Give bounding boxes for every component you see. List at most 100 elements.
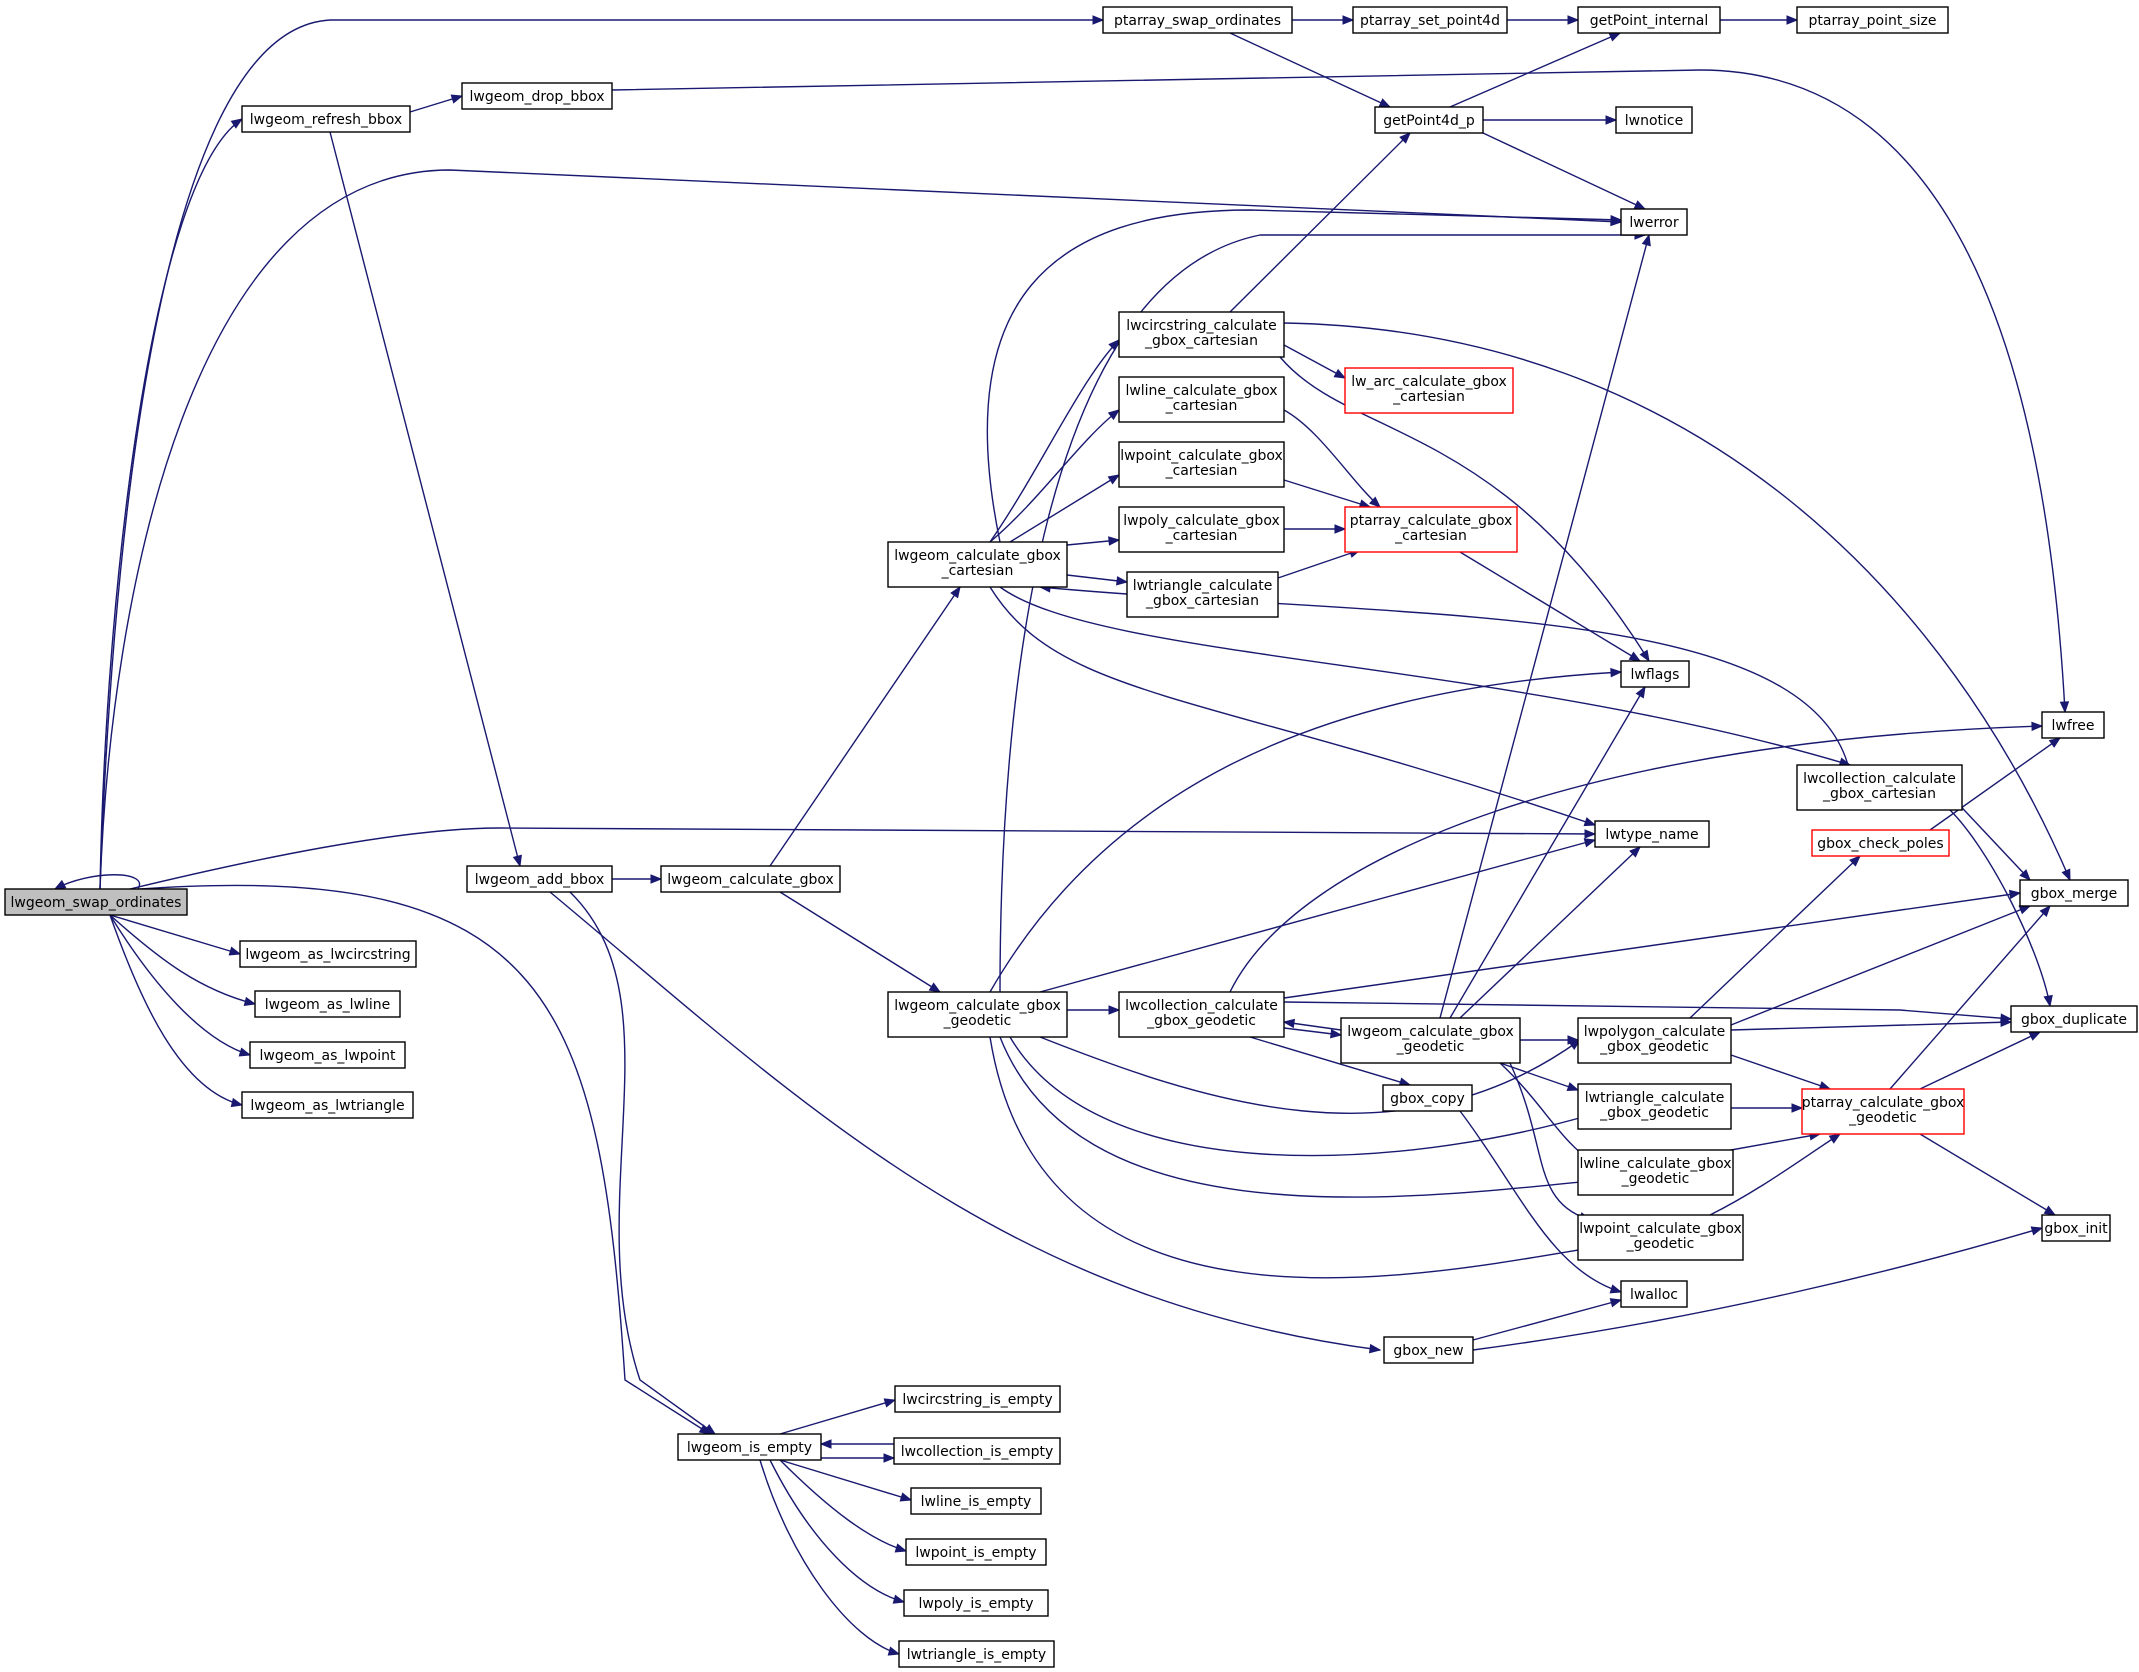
node-lwgeom-as-lwline[interactable]: lwgeom_as_lwline [254,990,401,1018]
node-lwcollection-is-empty[interactable]: lwcollection_is_empty [893,1437,1061,1465]
edge-lwgeom_swap_ordinates-to-lwgeom_refresh_bbox [99,118,244,890]
node-ptarray-calculate-gbox-geodetic[interactable]: ptarray_calculate_gbox_geodetic [1801,1088,1965,1135]
node-lwline-calculate-gbox-geodetic[interactable]: lwline_calculate_gbox_geodetic [1577,1149,1734,1196]
node-label: lwtype_name [1605,827,1698,843]
node-lwgeom-refresh-bbox[interactable]: lwgeom_refresh_bbox [241,105,411,133]
nodes: lwgeom_swap_ordinates ptarray_swap_ordina… [4,6,2138,1668]
edge-lwtriangle_calculate_gbox_cartesian-to-ptarray_calculate_gbox_cartesian [1277,548,1362,579]
node-lwcircstring-calculate-gbox-cartesian[interactable]: lwcircstring_calculate_gbox_cartesian [1118,311,1285,358]
node-lwtriangle-calculate-gbox-cartesian[interactable]: lwtriangle_calculate_gbox_cartesian [1126,571,1279,618]
node-ptarray-point-size[interactable]: ptarray_point_size [1796,6,1949,34]
node-lwgeom-swap-ordinates[interactable]: lwgeom_swap_ordinates [4,888,188,916]
edge-gbox_check_poles-to-lwfree [1929,737,2062,831]
node-lwcollection-calculate-gbox-cartesian[interactable]: lwcollection_calculate_gbox_cartesian [1796,764,1963,811]
node-ptarray-set-point4d[interactable]: ptarray_set_point4d [1352,6,1508,34]
edge-lwgeom_swap_ordinates-to-lwgeom_is_empty [139,884,712,1435]
edge-lwcircstring_calculate_gbox_cartesian-to-gbox_merge [1283,322,2071,882]
edge-lwline_calculate_gbox_cartesian-to-ptarray_calculate_gbox_cartesian [1283,409,1382,508]
node-lwgeom-calculate-gbox[interactable]: lwgeom_calculate_gbox [660,865,841,893]
node-label: lwcollection_calculate [1125,998,1278,1014]
edge-lwgeom_calculate_gbox_geodetic-to-lwpoint_calculate_gbox_geodetic [989,1036,1592,1279]
node-gbox-duplicate[interactable]: gbox_duplicate [2010,1005,2138,1033]
node-lwpoly-calculate-gbox-cartesian[interactable]: lwpoly_calculate_gbox_cartesian [1118,506,1285,553]
edge-ptarray_calculate_gbox_geodetic-to-gbox_init [1919,1133,2057,1216]
node-gbox-new[interactable]: gbox_new [1383,1336,1474,1364]
edge-lwcircstring_calculate_gbox_cartesian-to-getPoint4d_p [1229,132,1411,313]
node-ptarray-calculate-gbox-cartesian[interactable]: ptarray_calculate_gbox_cartesian [1344,506,1518,553]
edge-lwcollection_calculate_gbox_geodetic-to-gbox_merge [1283,889,2022,999]
node-label: lwgeom_add_bbox [475,872,605,888]
node-lwtriangle-calculate-gbox-geodetic[interactable]: lwtriangle_calculate_gbox_geodetic [1577,1083,1732,1130]
node-label: _geodetic [1626,1236,1695,1252]
node-label: lwpoint_calculate_gbox [1120,448,1283,464]
node-lwgeom-calculate-gbox-geodetic[interactable]: lwgeom_calculate_gbox_geodetic [887,991,1068,1038]
node-label: _cartesian [1165,463,1238,479]
node-lwgeom-calculate-gbox-cartesian[interactable]: lwgeom_calculate_gbox_cartesian [887,541,1068,588]
node-lwpoint-calculate-gbox-geodetic[interactable]: lwpoint_calculate_gbox_geodetic [1577,1214,1744,1261]
node-lwgeom-drop-bbox[interactable]: lwgeom_drop_bbox [461,82,613,110]
node-gbox-init[interactable]: gbox_init [2041,1214,2111,1242]
node-gbox-merge[interactable]: gbox_merge [2019,879,2129,907]
edge-lwgeom_swap_ordinates-to-lwgeom_as_lwtriangle [109,914,244,1108]
edge-lwcircstring_calculate_gbox_cartesian-to-lwflags [1279,356,1650,663]
edge-lwgeom_swap_ordinates-to-lwtype_name [129,827,1597,890]
node-lwpoint-calculate-gbox-cartesian[interactable]: lwpoint_calculate_gbox_cartesian [1118,441,1285,488]
edge-lwgeom_calculate_gbox_cartesian-to-lwtriangle_calculate_gbox_cartesian [1066,574,1129,586]
edge-lwgeom_swap_ordinates-to-lwgeom_as_lwcircstring [109,914,242,956]
node-label: lwgeom_as_lwline [265,997,391,1013]
node-lwgeom-as-lwcircstring[interactable]: lwgeom_as_lwcircstring [239,940,417,968]
node-label: lwgeom_swap_ordinates [11,895,182,911]
node-lwline-is-empty[interactable]: lwline_is_empty [910,1487,1042,1515]
node-lwcircstring-is-empty[interactable]: lwcircstring_is_empty [894,1385,1061,1413]
node-lwgeom-is-empty[interactable]: lwgeom_is_empty [677,1433,822,1461]
edge-lwgeom_calculate_gbox_geodetic_2-to-lwcollection_calculate_gbox_geodetic [1282,1018,1342,1031]
edge-ptarray_swap_ordinates-to-getPoint4d_p [1229,32,1392,108]
node-getPoint-internal[interactable]: getPoint_internal [1577,6,1721,34]
node-lwnotice[interactable]: lwnotice [1615,106,1693,134]
node-lwgeom-add-bbox[interactable]: lwgeom_add_bbox [466,865,613,893]
node-label: lwerror [1629,215,1678,231]
node-lwgeom-calculate-gbox-geodetic-2[interactable]: lwgeom_calculate_gbox_geodetic [1340,1017,1521,1064]
edge-lwgeom_refresh_bbox-to-lwgeom_drop_bbox [409,94,464,113]
node-lwalloc[interactable]: lwalloc [1620,1280,1688,1308]
node-label: lwgeom_calculate_gbox [1347,1024,1514,1040]
edges [53,15,2071,1656]
node-lwtriangle-is-empty[interactable]: lwtriangle_is_empty [898,1640,1055,1668]
node-lwfree[interactable]: lwfree [2041,711,2105,739]
node-label: lwcircstring_calculate [1126,318,1277,334]
edge-lwgeom_swap_ordinates-to-lwgeom_as_lwline [109,914,257,1007]
edge-getPoint4d_p-to-getPoint_internal [1449,32,1622,108]
node-label: gbox_duplicate [2021,1012,2127,1028]
edge-ptarray_calculate_gbox_geodetic-to-gbox_duplicate [1919,1031,2042,1090]
edge-lwgeom_is_empty-to-lwtriangle_is_empty [759,1459,901,1656]
node-gbox-copy[interactable]: gbox_copy [1382,1084,1473,1112]
node-lw-arc-calculate-gbox-cartesian[interactable]: lw_arc_calculate_gbox_cartesian [1344,367,1514,414]
node-getPoint4d-p[interactable]: getPoint4d_p [1374,106,1484,134]
node-ptarray-swap-ordinates[interactable]: ptarray_swap_ordinates [1102,6,1293,34]
edge-lwgeom_swap_ordinates-to-ptarray_swap_ordinates [99,15,1105,890]
node-lwtype-name[interactable]: lwtype_name [1594,820,1710,848]
node-label: lwgeom_calculate_gbox [894,548,1061,564]
node-label: lwgeom_as_lwcircstring [245,947,410,963]
node-label: _gbox_cartesian [1145,593,1259,609]
node-label: lwpoint_calculate_gbox [1579,1221,1742,1237]
node-label: lwcircstring_is_empty [902,1392,1052,1408]
node-lwcollection-calculate-gbox-geodetic[interactable]: lwcollection_calculate_gbox_geodetic [1118,991,1285,1038]
edge-lwpolygon_calculate_gbox_geodetic-to-ptarray_calculate_gbox_geodetic [1730,1054,1832,1091]
node-lwgeom-as-lwtriangle[interactable]: lwgeom_as_lwtriangle [241,1091,414,1119]
node-lwpoly-is-empty[interactable]: lwpoly_is_empty [903,1589,1049,1617]
node-label: lwnotice [1625,113,1683,129]
node-label: ptarray_set_point4d [1360,13,1500,29]
node-lwline-calculate-gbox-cartesian[interactable]: lwline_calculate_gbox_cartesian [1118,376,1285,423]
node-label: lwpoly_is_empty [918,1596,1033,1612]
edge-getPoint4d_p-to-lwnotice [1483,115,1618,125]
node-lwpoint-is-empty[interactable]: lwpoint_is_empty [905,1538,1047,1566]
node-lwgeom-as-lwpoint[interactable]: lwgeom_as_lwpoint [249,1041,406,1069]
node-gbox-check-poles[interactable]: gbox_check_poles [1811,829,1950,857]
edge-lwcollection_calculate_gbox_cartesian-to-gbox_duplicate [1949,809,2053,1008]
node-label: _cartesian [941,563,1014,579]
node-lwpolygon-calculate-gbox-geodetic[interactable]: lwpolygon_calculate_gbox_geodetic [1577,1017,1732,1064]
node-lwerror[interactable]: lwerror [1620,208,1688,236]
node-lwflags[interactable]: lwflags [1620,660,1690,688]
edge-getPoint4d_p-to-lwerror [1482,132,1647,210]
